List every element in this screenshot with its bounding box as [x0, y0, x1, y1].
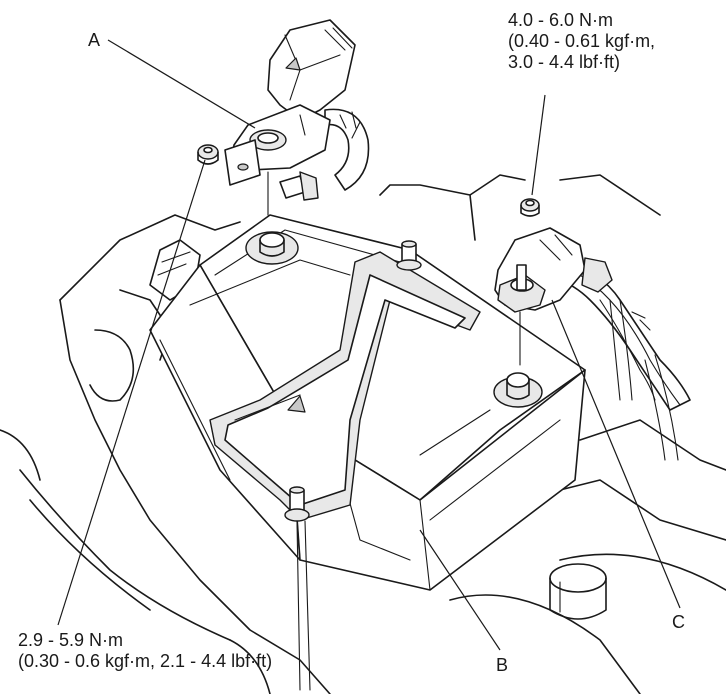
battery-hold-down-bracket — [209, 240, 481, 691]
torque-spec-positive: 4.0 - 6.0 N·m (0.40 - 0.61 kgf·m, 3.0 - … — [508, 10, 655, 73]
label-a: A — [88, 30, 101, 50]
leader-a — [107, 39, 256, 129]
torque-spec-negative: 2.9 - 5.9 N·m (0.30 - 0.6 kgf·m, 2.1 - 4… — [18, 630, 272, 672]
label-c: C — [672, 612, 685, 632]
torque-bottom-line1: 2.9 - 5.9 N·m — [18, 630, 124, 650]
negative-terminal-assembly — [197, 19, 370, 216]
torque-top-line2: (0.40 - 0.61 kgf·m, — [508, 31, 656, 51]
leader-b — [419, 529, 501, 651]
label-b: B — [496, 655, 509, 675]
leader-torque-top — [531, 94, 546, 196]
torque-top-line3: 3.0 - 4.4 lbf·ft) — [508, 52, 621, 72]
engine-bay-background — [0, 174, 726, 694]
battery — [149, 214, 586, 591]
torque-top-line1: 4.0 - 6.0 N·m — [508, 10, 614, 30]
leader-torque-bottom — [57, 159, 206, 626]
torque-bottom-line2: (0.30 - 0.6 kgf·m, 2.1 - 4.4 lbf·ft) — [18, 651, 273, 671]
positive-terminal-assembly — [494, 198, 691, 461]
leader-c — [551, 299, 681, 609]
